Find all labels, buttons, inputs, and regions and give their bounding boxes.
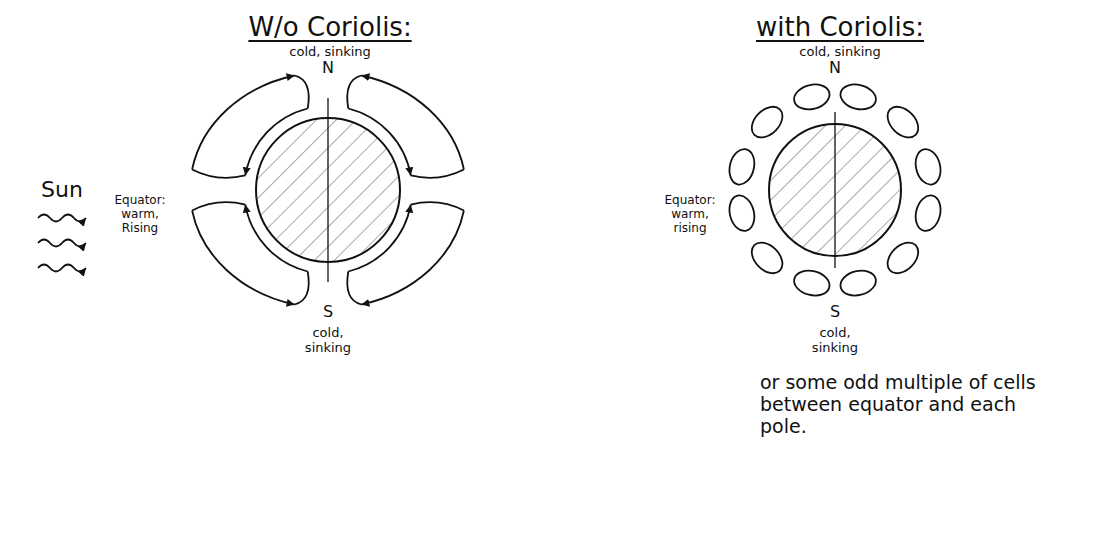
pole-note: cold, sinking	[297, 326, 359, 356]
circulation-loop	[347, 76, 361, 109]
circulation-loop	[192, 76, 295, 170]
pole-note: cold, sinking	[799, 45, 881, 60]
sun-label: Sun	[41, 177, 83, 202]
pole-letter: S	[830, 303, 840, 321]
circulation-loops	[192, 76, 464, 305]
axis-line	[327, 98, 328, 282]
panel-heading: W/o Coriolis:	[248, 13, 411, 43]
circulation-loop	[411, 202, 464, 210]
circulation-cell	[838, 267, 879, 299]
circulation-cells	[726, 81, 944, 299]
circulation-loop	[361, 211, 464, 305]
circulation-cell	[791, 81, 832, 113]
sun-ray	[38, 265, 86, 272]
pole-letter: N	[322, 59, 334, 77]
circulation-loop	[295, 76, 309, 109]
circulation-loop	[245, 205, 307, 272]
pole-letter: N	[829, 59, 841, 77]
sun-ray	[38, 240, 86, 247]
circulation-loop	[192, 211, 295, 305]
side-note: or some odd multiple of cells between eq…	[760, 372, 1060, 438]
circulation-loop	[192, 202, 245, 210]
earth-right	[769, 112, 901, 268]
pole-note: cold, sinking	[289, 45, 371, 60]
circulation-loop	[348, 205, 410, 272]
equator-note: Equator: warm, Rising	[109, 194, 171, 235]
sun-rays	[38, 215, 86, 272]
circulation-cell	[726, 146, 758, 187]
panel-heading: with Coriolis:	[756, 13, 924, 43]
circulation-cell	[912, 193, 944, 234]
circulation-loop	[295, 272, 309, 305]
pole-note: cold, sinking	[804, 326, 866, 356]
circulation-cell	[882, 237, 924, 279]
circulation-cell	[791, 267, 832, 299]
circulation-loop	[347, 272, 361, 305]
circulation-cell	[746, 237, 788, 279]
circulation-cell	[726, 193, 758, 234]
circulation-loop	[245, 109, 307, 176]
circulation-loop	[348, 109, 410, 176]
circulation-loop	[411, 170, 464, 178]
earth-left	[256, 98, 400, 282]
circulation-cell	[912, 146, 944, 187]
circulation-cell	[838, 81, 879, 113]
pole-letter: S	[323, 303, 333, 321]
sun-ray	[38, 215, 86, 222]
circulation-cell	[882, 101, 924, 143]
axis-line	[834, 112, 835, 268]
circulation-cell	[746, 101, 788, 143]
equator-note: Equator: warm, rising	[659, 194, 721, 235]
circulation-loop	[361, 76, 464, 170]
circulation-loop	[192, 170, 245, 178]
